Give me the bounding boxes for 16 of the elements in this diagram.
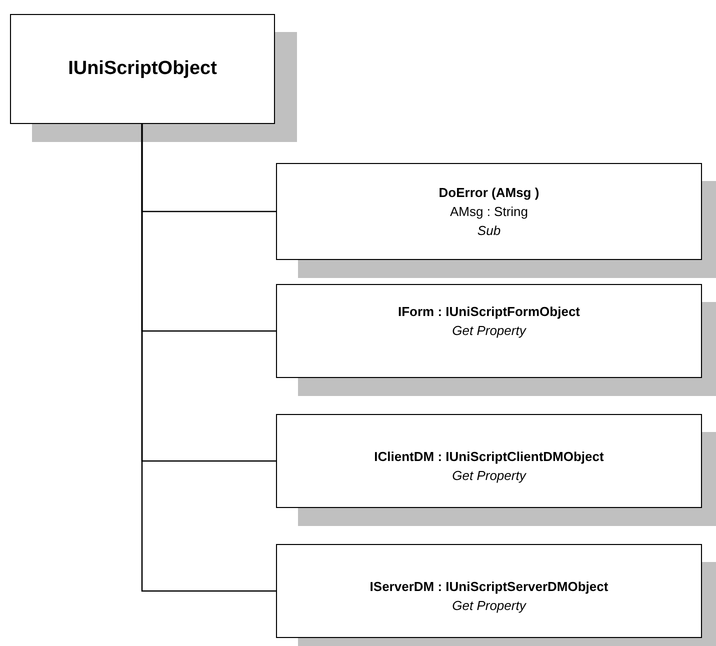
member-kind: Get Property bbox=[452, 597, 526, 615]
member-title: IForm : IUniScriptFormObject bbox=[398, 303, 580, 321]
member-box bbox=[276, 284, 702, 378]
member-title: IServerDM : IUniScriptServerDMObject bbox=[370, 578, 608, 596]
member-box bbox=[276, 163, 702, 260]
member-kind: Sub bbox=[477, 222, 501, 240]
interface-box bbox=[10, 14, 275, 124]
member-title: DoError (AMsg ) bbox=[438, 184, 540, 202]
member-kind: Get Property bbox=[452, 467, 526, 485]
member-parameter: AMsg : String bbox=[450, 203, 528, 221]
member-box bbox=[276, 414, 702, 508]
member-kind: Get Property bbox=[452, 322, 526, 340]
member-box bbox=[276, 544, 702, 638]
member-title: IUniScriptObject bbox=[68, 56, 217, 81]
connector-line bbox=[141, 124, 276, 592]
member-title: IClientDM : IUniScriptClientDMObject bbox=[374, 448, 604, 466]
